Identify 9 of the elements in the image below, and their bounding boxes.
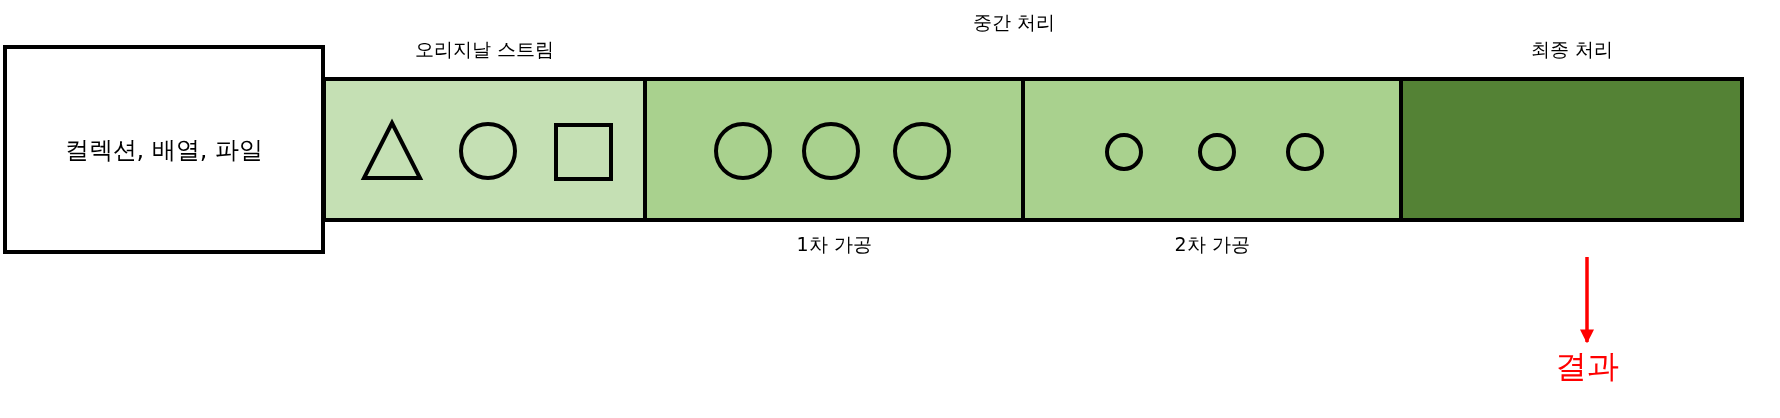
arrow [1580, 257, 1594, 344]
result-label: 결과 [1555, 346, 1619, 387]
segment-heading: 최종 처리 [1530, 37, 1613, 62]
source-box [3, 45, 325, 254]
box-label: 컬렉션, 배열, 파일 [64, 134, 263, 166]
segment-heading: 1차 가공 [796, 232, 872, 257]
segment-heading: 2차 가공 [1174, 232, 1250, 257]
segment-heading: 오리지날 스트림 [415, 37, 555, 62]
group-heading: 중간 처리 [973, 10, 1056, 35]
